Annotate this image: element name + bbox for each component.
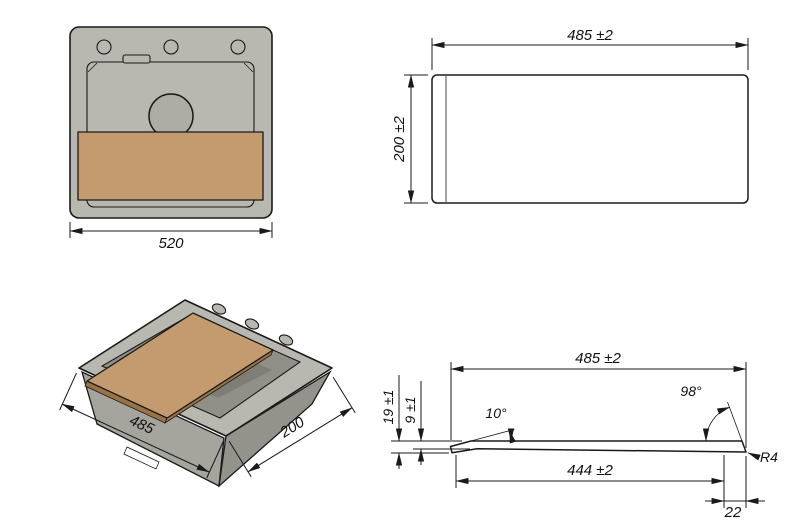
angle-arc [702,406,731,442]
front-width-dimension: 520 [158,235,184,252]
angle-reference-line [470,428,515,442]
top-width-dimension: 200 ±2 [391,115,408,162]
faucet-hole-iso [278,334,294,346]
faucet-hole [96,39,112,55]
angle-arc [507,428,516,444]
section-view: 485 ±2 444 ±2 22 19 ±1 9 ±1 10° 98° R4 [380,350,778,521]
bowl-corner-chamfer [243,62,254,73]
extension-line [228,440,252,478]
section-lip-angle: 10° [485,405,507,421]
front-view: 520 [69,26,273,252]
faucet-hole [163,39,179,55]
extension-line [206,440,224,479]
angle-reference-line [727,401,743,442]
dimension-line [61,403,210,473]
radius-leader-line [747,452,761,461]
top-view: 485 ±2 200 ±2 [391,27,749,204]
dimension-line [247,407,353,473]
isometric-view: 485 200 [59,299,356,488]
extension-line [332,376,356,414]
section-board-thickness: 9 ±1 [402,396,418,423]
board-profile [449,440,747,454]
cutting-board-front [77,131,264,201]
faucet-hole [230,39,246,55]
section-flat-length: 444 ±2 [567,462,613,479]
bowl-corner-chamfer [87,62,98,73]
section-overall-length: 485 ±2 [575,350,621,367]
section-corner-radius: R4 [760,449,778,465]
section-total-height: 19 ±1 [380,390,396,425]
section-end-angle: 98° [680,383,702,399]
top-length-dimension: 485 ±2 [567,27,613,44]
faucet-hole-iso [244,318,260,330]
section-end-width: 22 [724,504,742,521]
overflow-slot [122,54,151,64]
faucet-hole-iso [211,303,227,315]
board-top-outline [431,74,749,204]
